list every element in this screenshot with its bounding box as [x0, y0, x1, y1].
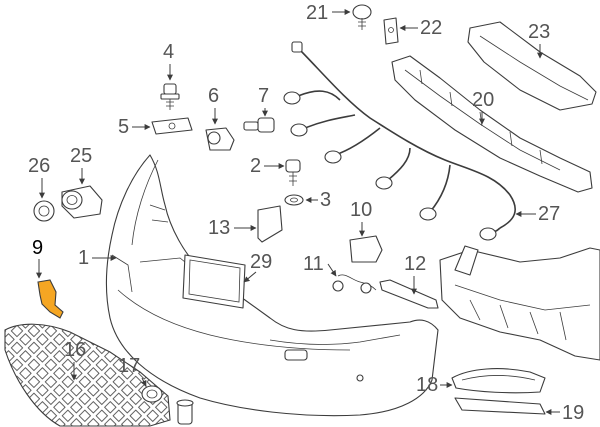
callout-label-18: 18 — [416, 374, 438, 396]
clip-11 — [332, 274, 377, 294]
callout-label-22: 22 — [420, 17, 442, 39]
callout-label-27: 27 — [538, 203, 560, 225]
callout-22: 22 — [399, 17, 442, 39]
callout-label-2: 2 — [250, 155, 261, 177]
callout-label-1: 1 — [78, 247, 89, 269]
wiring-harness — [283, 41, 516, 241]
bracket-23 — [467, 21, 597, 111]
callout-23: 23 — [528, 21, 550, 59]
strip-12 — [379, 279, 439, 309]
callout-20: 20 — [472, 89, 494, 125]
callout-2: 2 — [250, 155, 285, 177]
callout-label-11: 11 — [303, 253, 324, 275]
callout-label-17: 17 — [118, 355, 140, 377]
callout-label-6: 6 — [208, 85, 219, 107]
callout-9: 9 — [32, 237, 43, 279]
callout-5: 5 — [118, 116, 151, 138]
callout-1: 1 — [78, 247, 117, 269]
callout-27: 27 — [515, 203, 560, 225]
parking-sensor-upper — [61, 185, 103, 219]
callout-4: 4 — [163, 41, 174, 81]
lower-grille — [4, 323, 171, 427]
bracket-13 — [257, 205, 283, 243]
callout-3: 3 — [305, 189, 331, 211]
callout-13: 13 — [208, 217, 257, 239]
callout-label-4: 4 — [163, 41, 174, 63]
callout-10: 10 — [350, 199, 372, 237]
callout-label-10: 10 — [350, 199, 372, 221]
callout-label-7: 7 — [258, 85, 269, 107]
callout-12: 12 — [404, 253, 426, 295]
fog-trim-18 — [451, 368, 546, 394]
bolt-21 — [352, 4, 372, 30]
license-plate-bracket — [182, 254, 246, 309]
callout-label-16: 16 — [64, 339, 86, 361]
callout-16: 16 — [64, 339, 86, 381]
callout-label-12: 12 — [404, 253, 426, 275]
callout-26: 26 — [28, 155, 50, 199]
callout-label-26: 26 — [28, 155, 50, 177]
fog-trim-19 — [454, 397, 546, 415]
sensor-17 — [141, 385, 163, 403]
screw-2 — [285, 159, 301, 186]
clip-5 — [151, 117, 193, 135]
screw-4 — [160, 83, 180, 110]
callout-21: 21 — [306, 2, 351, 24]
callout-label-5: 5 — [118, 116, 129, 138]
callout-6: 6 — [208, 85, 219, 125]
sensor-grommet — [33, 200, 55, 222]
callout-29: 29 — [243, 251, 272, 283]
plug-bottom — [176, 399, 194, 425]
callout-7: 7 — [258, 85, 269, 117]
callout-label-9: 9 — [32, 237, 43, 259]
bumper-bracket-highlighted — [37, 279, 64, 319]
callout-17: 17 — [118, 355, 147, 387]
callout-label-20: 20 — [472, 89, 494, 111]
callout-label-29: 29 — [250, 251, 272, 273]
callout-label-3: 3 — [320, 189, 331, 211]
callout-label-13: 13 — [208, 217, 230, 239]
callout-18: 18 — [416, 374, 453, 396]
callout-label-25: 25 — [70, 145, 92, 167]
callout-label-23: 23 — [528, 21, 550, 43]
callout-25: 25 — [70, 145, 92, 185]
bolt-7 — [243, 117, 275, 133]
callout-19: 19 — [545, 402, 584, 424]
callout-label-21: 21 — [306, 2, 328, 24]
reinforcement-bar — [439, 245, 600, 361]
nut-22 — [383, 17, 399, 45]
washer-3 — [284, 194, 304, 206]
callout-label-19: 19 — [562, 402, 584, 424]
part-6 — [205, 127, 235, 151]
callout-11: 11 — [303, 253, 337, 277]
bracket-10 — [349, 235, 383, 263]
